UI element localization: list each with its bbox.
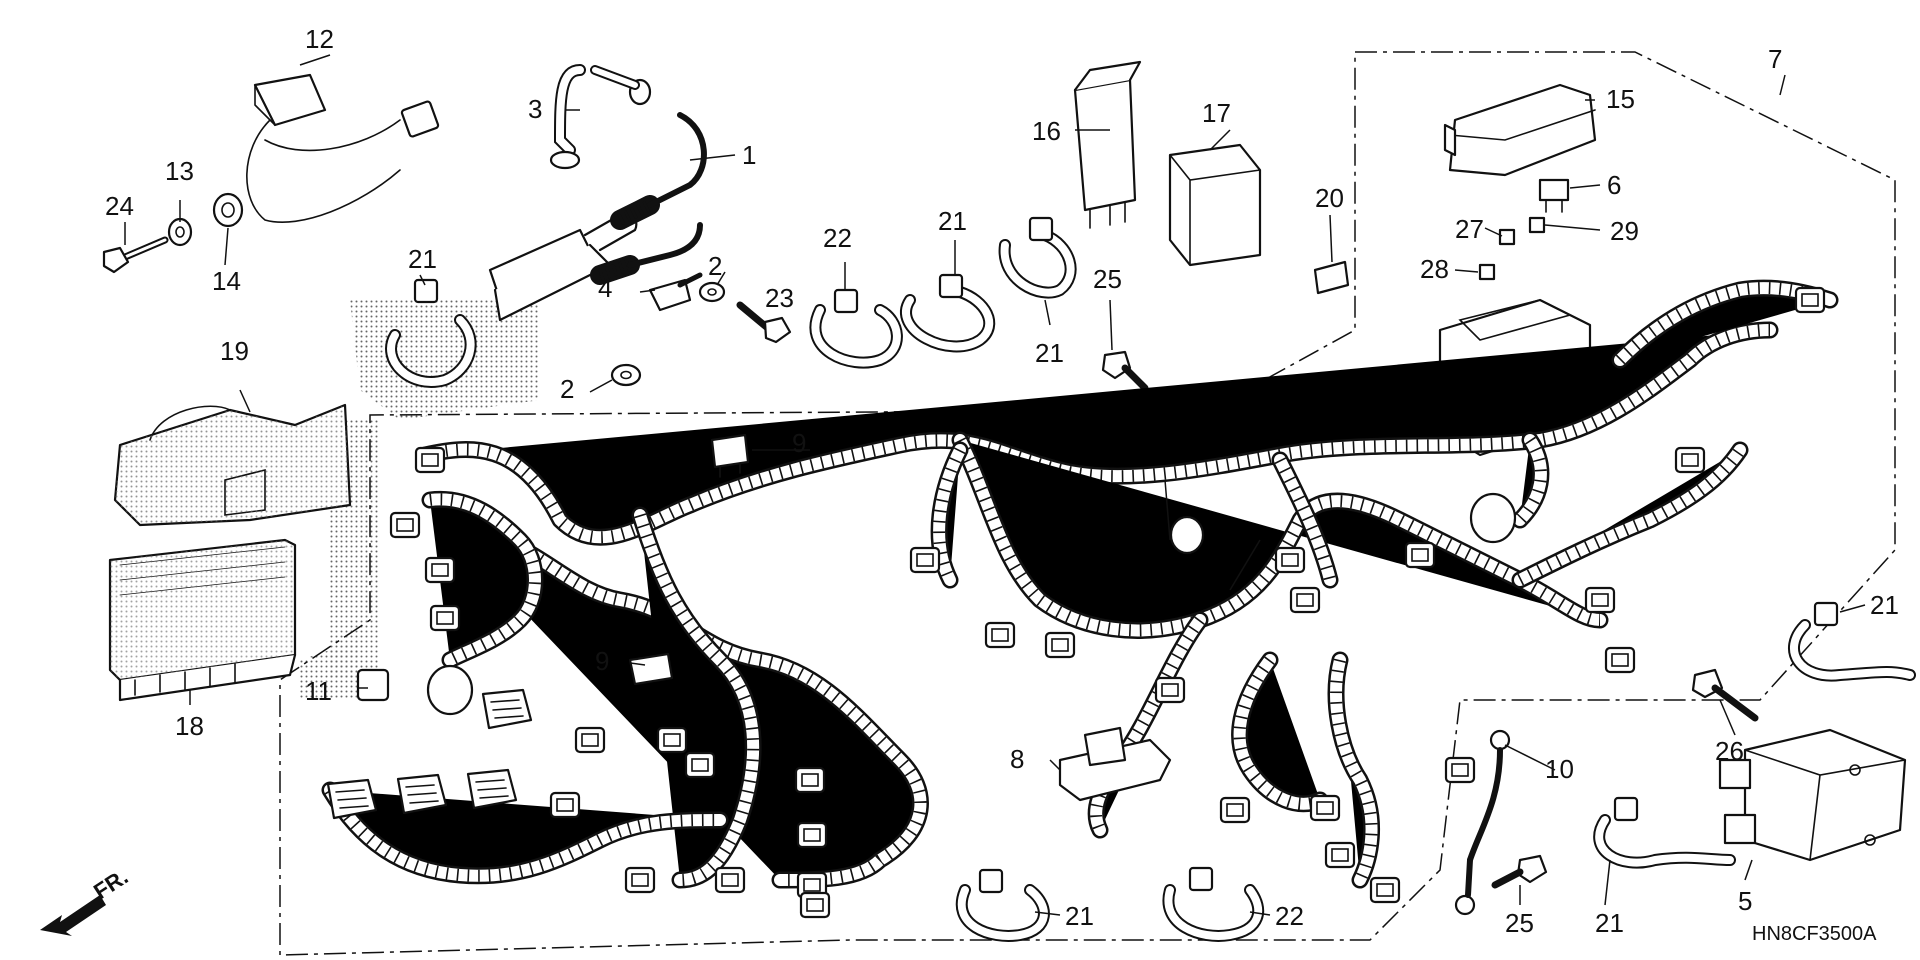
part-15-fuse-box-cover bbox=[1443, 83, 1597, 177]
callout-14: 14 bbox=[212, 266, 241, 296]
part-26-bolt bbox=[1691, 668, 1759, 722]
callout-22-b: 22 bbox=[1275, 901, 1304, 931]
callout-18: 18 bbox=[175, 711, 204, 741]
callout-27: 27 bbox=[1455, 214, 1484, 244]
callout-12: 12 bbox=[305, 24, 334, 54]
harness-connectors bbox=[326, 286, 1826, 919]
part-4-cap bbox=[648, 272, 703, 312]
part-10-ground-wire bbox=[1454, 729, 1511, 916]
callout-2-lower: 2 bbox=[560, 374, 574, 404]
callout-6: 6 bbox=[1607, 170, 1621, 200]
callout-8: 8 bbox=[1010, 744, 1024, 774]
part-21-clamp-a bbox=[385, 278, 477, 388]
part-22-clamp-b bbox=[1162, 866, 1265, 942]
main-wire-harness bbox=[330, 288, 1830, 880]
callout-21-f: 21 bbox=[1065, 901, 1094, 931]
leader-lines bbox=[124, 54, 1866, 916]
part-17-holder bbox=[1168, 143, 1262, 267]
callout-21-b: 21 bbox=[938, 206, 967, 236]
callout-22-a: 22 bbox=[823, 223, 852, 253]
callout-21-a: 21 bbox=[408, 244, 437, 274]
part-6-fuse bbox=[1538, 178, 1570, 213]
callout-17: 17 bbox=[1202, 98, 1231, 128]
part-14-grommet bbox=[212, 192, 244, 228]
callout-16: 16 bbox=[1032, 116, 1061, 146]
callout-9-lower: 9 bbox=[595, 646, 609, 676]
part-23-bolt bbox=[736, 301, 792, 344]
callout-7: 7 bbox=[1768, 44, 1782, 74]
callout-24: 24 bbox=[105, 191, 134, 221]
part-5-regulator bbox=[1718, 728, 1907, 862]
callout-3: 3 bbox=[528, 94, 542, 124]
callout-10: 10 bbox=[1545, 754, 1574, 784]
callout-21-d: 21 bbox=[1870, 590, 1899, 620]
part-2-washer-b bbox=[610, 363, 642, 387]
part-13-collar bbox=[167, 217, 193, 247]
callout-25-a: 25 bbox=[1093, 264, 1122, 294]
part-2-washer-a bbox=[698, 281, 726, 303]
part-21-clamp-e bbox=[1593, 796, 1736, 869]
callout-20: 20 bbox=[1315, 183, 1344, 213]
part-21-clamp-c bbox=[998, 216, 1077, 299]
part-9-relay-b bbox=[628, 652, 674, 686]
shade-area-3 bbox=[300, 640, 360, 700]
part-3-plug-cap bbox=[549, 64, 652, 170]
part-19-ecm-cover bbox=[113, 403, 352, 527]
callout-11: 11 bbox=[305, 676, 332, 706]
shade-area-1 bbox=[350, 300, 540, 420]
callout-28: 28 bbox=[1420, 254, 1449, 284]
callout-9-upper: 9 bbox=[792, 428, 806, 458]
part-18-ecm bbox=[108, 538, 297, 702]
part-20-clip bbox=[1313, 260, 1350, 295]
callout-1: 1 bbox=[742, 140, 756, 170]
group-frame-7 bbox=[279, 51, 1896, 956]
callout-2-upper: 2 bbox=[708, 251, 722, 281]
part-11-connector-cover bbox=[356, 668, 390, 702]
part-25-bolt-b bbox=[1491, 854, 1548, 889]
part-9-relay-a bbox=[710, 433, 750, 478]
callout-15: 15 bbox=[1606, 84, 1635, 114]
part-8-cover bbox=[1058, 726, 1172, 802]
part-25-bolt-a bbox=[1101, 350, 1149, 392]
callout-5: 5 bbox=[1738, 886, 1752, 916]
part-16-relay bbox=[1073, 60, 1142, 229]
part-1-ignition-coil bbox=[488, 112, 707, 322]
part-21-clamp-f bbox=[955, 868, 1050, 942]
callout-21-c: 21 bbox=[1035, 338, 1064, 368]
part-29-fuse bbox=[1528, 216, 1546, 234]
part-22-clamp-a bbox=[809, 288, 903, 369]
part-28-fuse bbox=[1478, 263, 1496, 281]
callout-4: 4 bbox=[598, 273, 612, 303]
callout-26: 26 bbox=[1715, 736, 1744, 766]
callout-23: 23 bbox=[765, 283, 794, 313]
callout-13: 13 bbox=[165, 156, 194, 186]
part-27-fuse bbox=[1498, 228, 1516, 246]
front-direction-arrow: FR. bbox=[40, 864, 132, 936]
part-21-clamp-d bbox=[1788, 601, 1916, 682]
callout-21-e: 21 bbox=[1595, 908, 1624, 938]
part-12-relay bbox=[246, 73, 440, 224]
part-21-clamp-b bbox=[900, 273, 996, 353]
part-24-bolt bbox=[102, 236, 169, 274]
callout-19: 19 bbox=[220, 336, 249, 366]
callout-29: 29 bbox=[1610, 216, 1639, 246]
diagram-code: HN8CF3500A bbox=[1752, 923, 1877, 945]
callout-labels: 1 2 2 3 4 5 6 7 8 9 9 10 11 12 13 14 15 … bbox=[105, 24, 1899, 938]
callout-25-b: 25 bbox=[1505, 908, 1534, 938]
